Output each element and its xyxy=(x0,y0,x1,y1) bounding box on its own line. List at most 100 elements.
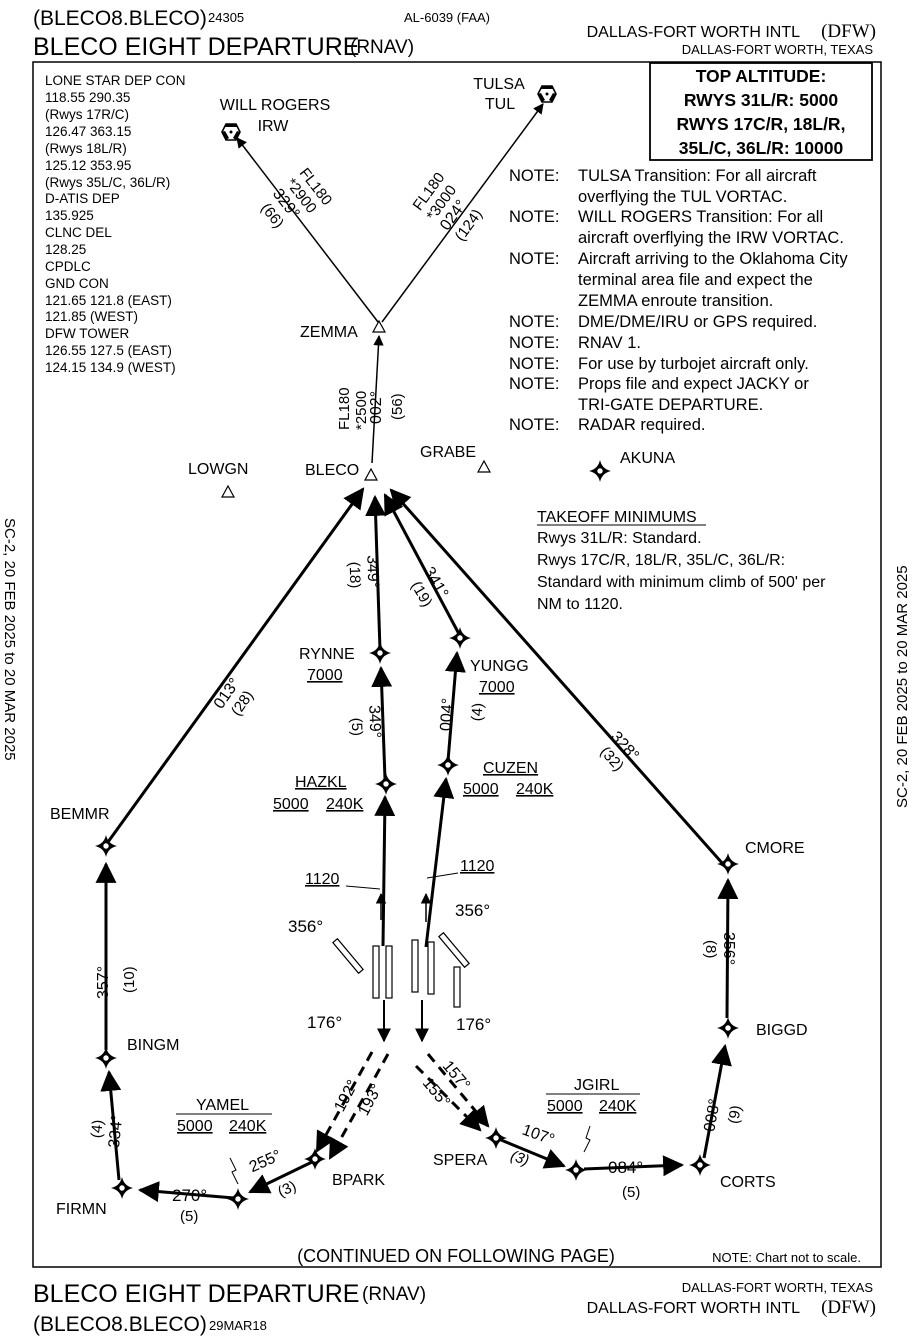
side-text-left: SC-2, 20 FEB 2025 to 20 MAR 2025 xyxy=(1,518,18,761)
l084: 084° xyxy=(608,1158,643,1177)
z-fl: FL180 xyxy=(336,387,353,430)
note-text: Props file and expect JACKY or xyxy=(578,375,809,393)
bleco-label: BLECO xyxy=(305,462,359,479)
leg-yungg-bleco xyxy=(383,493,461,635)
header-code: (BLECO8.BLECO) xyxy=(33,7,207,30)
yungg-alt: 7000 xyxy=(479,679,515,696)
leg-corts-biggd xyxy=(702,1043,732,1159)
leg-bpark-yamel xyxy=(248,1160,313,1194)
frequency-line: 126.47 363.15 xyxy=(45,124,131,139)
note-label: NOTE: xyxy=(509,167,559,185)
l270: 270° xyxy=(172,1186,207,1205)
bpark-waypoint-icon xyxy=(303,1147,327,1171)
rynne-waypoint-icon xyxy=(368,641,392,665)
l107: 107° xyxy=(520,1122,557,1149)
header-airport-id: (DFW) xyxy=(821,21,876,42)
header-al: AL-6039 (FAA) xyxy=(404,10,490,25)
note-text: DME/DME/IRU or GPS required. xyxy=(578,313,817,331)
zemma-fix-icon xyxy=(372,320,386,333)
note-text: For use by turbojet aircraft only. xyxy=(578,355,809,373)
header-number: 24305 xyxy=(208,10,244,25)
note-text: terminal area file and expect the xyxy=(578,271,813,289)
frequency-line: CPDLC xyxy=(45,259,91,274)
cmore-waypoint-icon xyxy=(716,852,740,876)
l255: 255° xyxy=(247,1147,284,1176)
note-label: NOTE: xyxy=(509,208,559,226)
hazkl-waypoint-icon xyxy=(374,772,398,796)
yamel-alt: 5000 xyxy=(177,1118,213,1135)
takeoff-minimums: TAKEOFF MINIMUMS Rwys 31L/R: Standard. R… xyxy=(537,509,826,613)
corts-waypoint-icon xyxy=(688,1153,712,1177)
note-text: WILL ROGERS Transition: For all xyxy=(578,208,823,226)
top-altitude: TOP ALTITUDE: RWYS 31L/R: 5000 RWYS 17C/… xyxy=(677,66,846,158)
yamel-speed: 240K xyxy=(229,1118,267,1135)
l255d: (3) xyxy=(275,1178,299,1201)
l334: 334° xyxy=(106,1114,126,1149)
note-text: aircraft overflying the IRW VORTAC. xyxy=(578,229,844,247)
yungg-waypoint-icon xyxy=(448,626,472,650)
route-lines xyxy=(95,103,739,1203)
l008d: (9) xyxy=(725,1104,745,1125)
frequency-line: 121.85 (WEST) xyxy=(45,309,138,324)
cmore-label: CMORE xyxy=(745,840,805,857)
z-alt: *2500 xyxy=(353,391,370,430)
note-label: NOTE: xyxy=(509,250,559,268)
top-altitude-box xyxy=(649,62,873,161)
note-text: TRI-GATE DEPARTURE. xyxy=(578,396,763,414)
l356cd: (8) xyxy=(702,940,719,958)
top-altitude-line: 35L/C, 36L/R: 10000 xyxy=(679,138,844,158)
top-altitude-line: RWYS 17C/R, 18L/R, xyxy=(677,114,846,134)
leg-zemma-irw xyxy=(236,137,379,323)
tul-id: TUL xyxy=(485,96,515,113)
frequency-list: LONE STAR DEP CON 118.55 290.35 (Rwys 17… xyxy=(45,73,186,375)
leg-cuzen-yungg xyxy=(444,650,466,762)
rynne-label: RYNNE xyxy=(299,646,355,663)
l008: 008° xyxy=(701,1098,723,1134)
note-label: NOTE: xyxy=(509,375,559,393)
alt-1120-right: 1120 xyxy=(460,858,495,875)
runways xyxy=(332,931,470,1008)
header-title: BLECO EIGHT DEPARTURE xyxy=(33,33,359,61)
leg-cmore-bleco xyxy=(389,488,725,865)
cuzen-label: CUZEN xyxy=(483,760,538,777)
note-text: TULSA Transition: For all aircraft xyxy=(578,167,817,185)
cuzen-speed: 240K xyxy=(516,781,554,798)
corts-label: CORTS xyxy=(720,1174,776,1191)
leg-bleco-zemma xyxy=(371,334,384,464)
l349ad: (18) xyxy=(346,561,364,588)
notes: NOTE:TULSA Transition: For all aircrafto… xyxy=(509,167,848,434)
l004: 004° xyxy=(438,697,457,731)
frequency-line: (Rwys 35L/C, 36L/R) xyxy=(45,175,170,190)
note-text: RADAR required. xyxy=(578,416,705,434)
takeoff-line: Standard with minimum climb of 500' per xyxy=(537,574,826,591)
footer-airport-id: (DFW) xyxy=(821,1297,876,1318)
l349a: 349° xyxy=(363,555,381,589)
z-dist: (56) xyxy=(389,393,406,420)
frequency-line: (Rwys 17R/C) xyxy=(45,107,129,122)
bingm-waypoint-icon xyxy=(94,1046,118,1070)
note-text: RNAV 1. xyxy=(578,334,641,352)
hazkl-alt: 5000 xyxy=(273,796,309,813)
hazkl-label: HAZKL xyxy=(295,774,347,791)
hdg-176-left: 176° xyxy=(307,1013,342,1032)
frequency-line: 124.15 134.9 (WEST) xyxy=(45,360,176,375)
irw-name: WILL ROGERS xyxy=(220,97,331,114)
jgirl-speed: 240K xyxy=(599,1098,637,1115)
leg-yamel-firmn xyxy=(137,1181,235,1203)
frequency-line: GND CON xyxy=(45,276,109,291)
leg-hazkl-rynne xyxy=(371,665,393,780)
frequency-line: D-ATIS DEP xyxy=(45,191,120,206)
bemmr-waypoint-icon xyxy=(94,834,118,858)
biggd-label: BIGGD xyxy=(756,1022,808,1039)
header-city: DALLAS-FORT WORTH, TEXAS xyxy=(682,42,874,57)
spera-label: SPERA xyxy=(433,1152,488,1169)
rynne-alt: 7000 xyxy=(307,667,343,684)
jgirl-alt: 5000 xyxy=(547,1098,583,1115)
footer-type: (RNAV) xyxy=(362,1284,426,1305)
bpark-label: BPARK xyxy=(332,1172,385,1189)
l270d: (5) xyxy=(180,1208,198,1225)
frequency-line: 118.55 290.35 xyxy=(45,90,130,105)
note-label: NOTE: xyxy=(509,416,559,434)
l004d: (4) xyxy=(468,702,486,721)
